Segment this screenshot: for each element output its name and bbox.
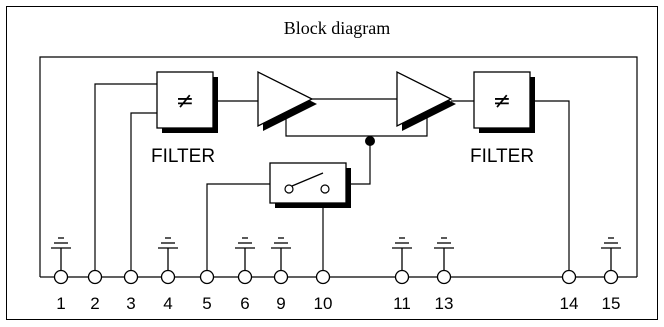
pin-terminals	[53, 269, 619, 285]
pin-terminal-9	[273, 269, 289, 285]
pin-terminal-11	[394, 269, 410, 285]
chip-outline	[39, 56, 638, 277]
ground-icon	[271, 237, 291, 270]
ground-icon	[51, 237, 71, 270]
ground-symbols	[51, 237, 621, 270]
amplifier-2	[396, 70, 456, 131]
pin-label: 1	[56, 294, 65, 313]
pin-terminal-14	[561, 269, 577, 285]
pin-terminal-6	[237, 269, 253, 285]
ground-icon	[158, 237, 178, 270]
pin-label: 9	[276, 294, 285, 313]
diagram-title: Block diagram	[284, 18, 390, 38]
pin-terminal-15	[603, 269, 619, 285]
amplifier-2-triangle	[396, 70, 453, 128]
filter-2-block: ≠	[473, 71, 535, 133]
filter-1-label: FILTER	[151, 146, 215, 167]
pin-label: 4	[163, 294, 172, 313]
wire-feedback	[285, 118, 428, 137]
pin-terminal-1	[53, 269, 69, 285]
switch-lever	[291, 172, 324, 187]
pin-label: 3	[126, 294, 135, 313]
pin-terminal-2	[87, 269, 103, 285]
filter-2-symbol: ≠	[493, 89, 511, 114]
ground-icon	[392, 237, 412, 270]
pin-label: 6	[240, 294, 249, 313]
wire-pin2	[94, 83, 157, 270]
ground-icon	[235, 237, 255, 270]
amplifier-1	[257, 70, 317, 131]
amplifier-1-triangle	[257, 70, 314, 128]
pin-label: 10	[314, 294, 333, 313]
wire-pin3	[130, 112, 157, 270]
switch-contact-left	[284, 184, 294, 194]
pin-terminal-3	[123, 269, 139, 285]
pin-label: 13	[435, 294, 454, 313]
pin-label: 11	[393, 294, 411, 313]
pin-label: 2	[90, 294, 99, 313]
switch-block	[269, 162, 351, 208]
filter-1-box	[156, 71, 214, 129]
wire-switch-node	[346, 143, 371, 185]
pin-label: 14	[560, 294, 579, 313]
filter-1-block: ≠	[156, 71, 218, 133]
filter-2-box	[473, 71, 531, 129]
filter-1-symbol: ≠	[176, 89, 194, 114]
pin-labels: 1 2 3 4 5 6 9 10 11 13 14 15	[56, 294, 620, 313]
wiring	[94, 83, 570, 270]
outer-frame	[6, 6, 658, 320]
pin-terminal-10	[315, 269, 331, 285]
switch-box	[269, 162, 347, 204]
pin-label: 15	[602, 294, 621, 313]
switch-contact-right	[320, 184, 330, 194]
wire-pin5	[206, 183, 270, 270]
pin-label: 5	[202, 294, 211, 313]
ground-icon	[601, 237, 621, 270]
pin-terminal-4	[160, 269, 176, 285]
junction-dot	[365, 136, 375, 146]
pin-terminal-13	[436, 269, 452, 285]
wire-pin14	[531, 100, 570, 270]
pin-terminal-5	[199, 269, 215, 285]
ground-icon	[434, 237, 454, 270]
filter-2-label: FILTER	[470, 146, 534, 167]
